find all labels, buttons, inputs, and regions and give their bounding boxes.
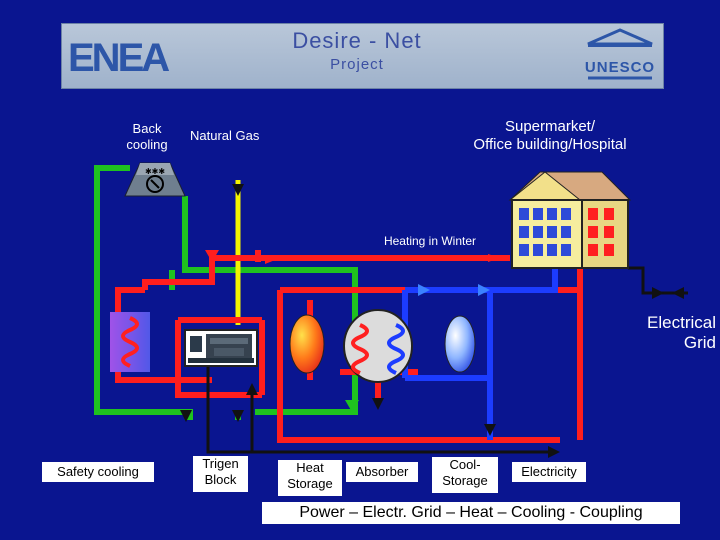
label-electricity: Electricity: [512, 462, 586, 482]
header-banner: [61, 23, 664, 89]
safety-cooling-exchanger: [110, 312, 150, 372]
label-heating-winter: Heating in Winter: [383, 234, 477, 248]
trigen-engine: [184, 329, 258, 367]
svg-text:✱✱✱: ✱✱✱: [145, 167, 165, 176]
cool-storage-tank: [444, 315, 476, 373]
absorber-unit: [343, 309, 413, 383]
back-cooling-unit: ✱✱✱: [124, 162, 186, 197]
label-absorber: Absorber: [346, 462, 418, 482]
footer-caption: Power – Electr. Grid – Heat – Cooling - …: [262, 502, 680, 524]
project-subtitle: Project: [330, 56, 384, 73]
building: [508, 171, 632, 269]
heat-storage-tank: [289, 314, 325, 374]
label-cool-storage: Cool- Storage: [432, 457, 498, 493]
label-heat-storage: Heat Storage: [278, 460, 342, 496]
svg-text:UNESCO: UNESCO: [585, 59, 655, 76]
label-electrical-grid: Electrical Grid: [647, 313, 716, 353]
enea-logo: ENEA: [68, 36, 172, 77]
label-back-cooling: Back cooling: [126, 121, 168, 152]
svg-text:ENEA: ENEA: [68, 36, 169, 77]
project-title: Desire - Net: [292, 28, 422, 53]
label-building: Supermarket/ Office building/Hospital: [473, 118, 627, 153]
label-trigen-block: Trigen Block: [193, 456, 248, 492]
label-safety-cooling: Safety cooling: [42, 462, 154, 482]
unesco-logo: UNESCO: [585, 28, 655, 80]
label-natural-gas: Natural Gas: [190, 128, 260, 143]
electric-lines: [206, 266, 688, 454]
